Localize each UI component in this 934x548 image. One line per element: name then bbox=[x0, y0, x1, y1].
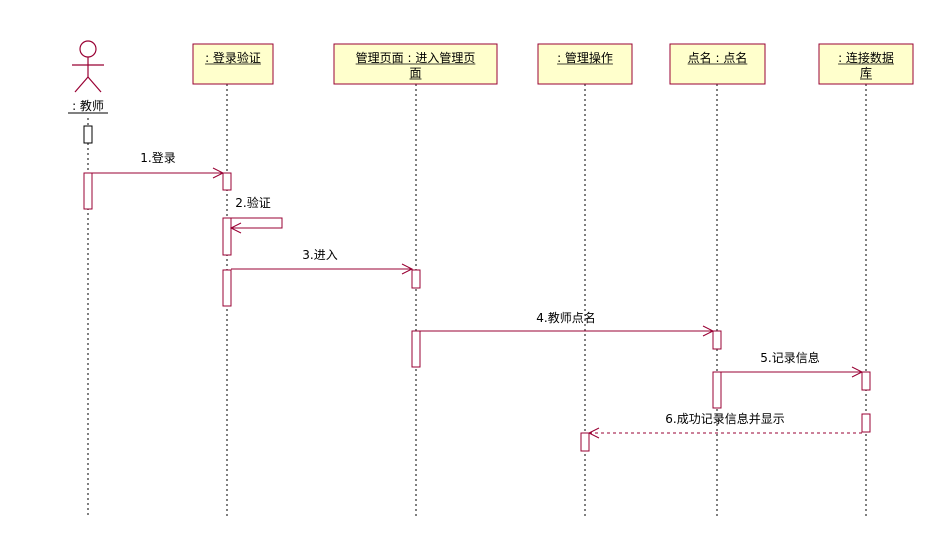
arrow-head bbox=[212, 167, 225, 179]
object-label-line: : 管理操作 bbox=[557, 50, 613, 65]
actor-right-leg bbox=[87, 76, 102, 93]
object-label-line: 管理页面 : 进入管理页 bbox=[356, 50, 476, 65]
stick-figure-icon bbox=[72, 40, 104, 93]
object-box-3: : 管理操作 bbox=[537, 43, 633, 85]
actor-left-leg bbox=[74, 76, 89, 93]
actor-label: : 教师 bbox=[72, 98, 104, 113]
object-label-line: 点名 : 点名 bbox=[688, 50, 748, 65]
actor-head bbox=[79, 40, 97, 58]
arrow-head bbox=[851, 366, 864, 378]
object-label-line: : 登录验证 bbox=[205, 50, 261, 65]
message-label: 5.记录信息 bbox=[760, 350, 819, 365]
message-5: 5.记录信息 bbox=[721, 350, 864, 378]
activation-bar bbox=[83, 172, 93, 210]
object-label-line: 面 bbox=[409, 66, 421, 80]
message-line bbox=[231, 217, 283, 229]
message-3: 3.进入 bbox=[231, 248, 414, 275]
message-label: 1.登录 bbox=[140, 150, 175, 165]
activation-bar bbox=[411, 269, 421, 289]
activation-bar bbox=[580, 432, 590, 452]
object-box-1: : 登录验证 bbox=[192, 43, 274, 85]
object-box-4: 点名 : 点名 bbox=[669, 43, 766, 85]
message-1: 1.登录 bbox=[92, 150, 225, 179]
object-label-line: 库 bbox=[860, 65, 872, 80]
message-2: 2.验证 bbox=[229, 195, 283, 234]
message-6: 6.成功记录信息并显示 bbox=[587, 411, 862, 439]
activation-bar bbox=[712, 371, 722, 409]
message-label: 2.验证 bbox=[235, 195, 270, 210]
message-label: 4.教师点名 bbox=[536, 310, 595, 325]
activation-bar bbox=[222, 217, 232, 256]
activation-bar bbox=[222, 172, 232, 191]
activation-bar bbox=[411, 330, 421, 368]
message-label: 6.成功记录信息并显示 bbox=[665, 411, 784, 426]
object-label-line: : 连接数据 bbox=[838, 50, 894, 65]
message-label: 3.进入 bbox=[302, 248, 337, 262]
activation-bars bbox=[83, 125, 871, 452]
activation-bar bbox=[222, 269, 232, 307]
actor-teacher: : 教师 bbox=[68, 40, 108, 114]
arrow-head bbox=[702, 325, 715, 337]
message-4: 4.教师点名 bbox=[420, 310, 715, 337]
lifelines bbox=[87, 84, 867, 517]
activation-bar bbox=[83, 125, 93, 144]
activation-bar bbox=[712, 330, 722, 350]
arrow-head bbox=[229, 222, 242, 234]
arrow-head bbox=[401, 263, 414, 275]
activation-bar bbox=[861, 371, 871, 391]
messages: 1.登录 2.验证 3.进入 4.教师点名 5.记录信息 6.成功记录信息并显示 bbox=[92, 150, 864, 439]
activation-bar bbox=[861, 413, 871, 433]
arrow-head bbox=[587, 427, 600, 439]
